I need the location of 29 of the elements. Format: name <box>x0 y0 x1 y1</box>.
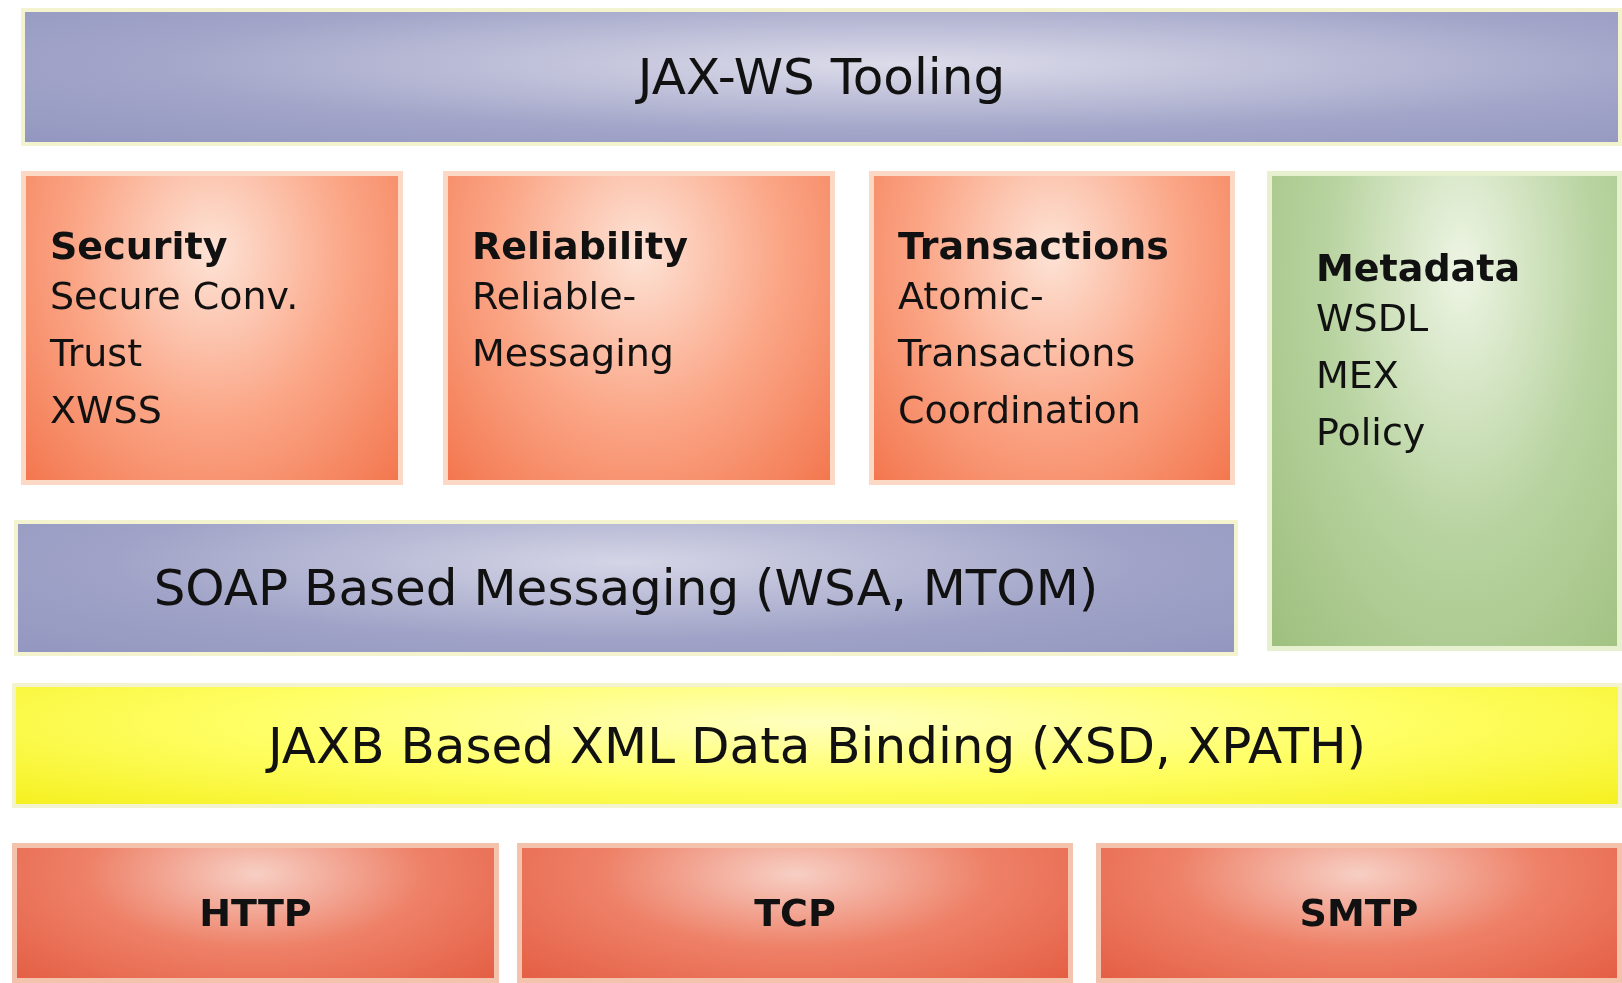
protocol-name: TCP <box>754 891 836 935</box>
layer-band <box>21 8 1622 146</box>
module-heading: Security <box>50 224 228 268</box>
module-item: WSDL <box>1316 295 1429 342</box>
module-item: Secure Conv. <box>50 273 299 320</box>
module-box <box>443 171 835 485</box>
protocol-box <box>1096 843 1622 983</box>
layer-band <box>12 683 1622 808</box>
layer-title: JAX-WS Tooling <box>637 48 1006 106</box>
module-box <box>21 171 403 485</box>
module-item: Trust <box>50 330 143 377</box>
module-box <box>1267 171 1622 651</box>
protocol-name: HTTP <box>199 891 312 935</box>
protocol-name: SMTP <box>1299 891 1419 935</box>
module-item: Atomic- Transactions <box>898 273 1137 377</box>
module-item: Reliable- Messaging <box>472 273 675 377</box>
layer-title: JAXB Based XML Data Binding (XSD, XPATH) <box>267 716 1367 775</box>
module-box <box>869 171 1235 485</box>
module-item: MEX <box>1316 352 1399 399</box>
module-item: XWSS <box>50 387 162 434</box>
protocol-box <box>517 843 1073 983</box>
module-item: Coordination <box>898 387 1141 434</box>
module-heading: Metadata <box>1316 246 1521 290</box>
module-heading: Reliability <box>472 224 688 268</box>
module-item: Policy <box>1316 409 1426 456</box>
protocol-box <box>12 843 499 983</box>
module-heading: Transactions <box>898 224 1169 268</box>
layer-title: SOAP Based Messaging (WSA, MTOM) <box>153 559 1099 617</box>
layer-band <box>14 520 1238 656</box>
